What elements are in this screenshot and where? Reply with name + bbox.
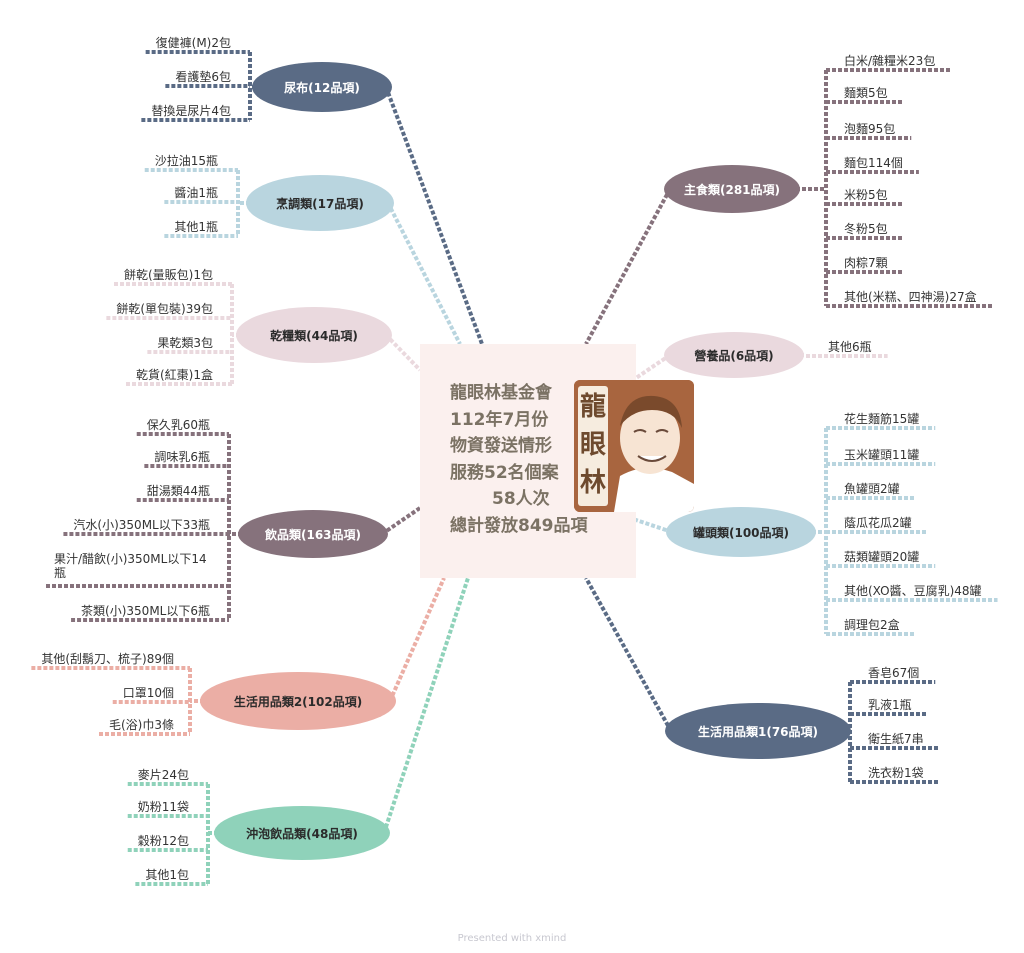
leaf-item[interactable]: 餅乾(單包裝)39包 [116, 302, 213, 316]
center-line: 58人次 [492, 489, 550, 509]
leaf-item[interactable]: 其他(XO醬、豆腐乳)48罐 [844, 584, 982, 598]
leaf-item[interactable]: 調理包2盒 [844, 618, 900, 632]
center-line: 服務52名個案 [450, 462, 559, 483]
center-line: 總計發放849品項 [450, 515, 588, 536]
leaf-item[interactable]: 其他1包 [145, 868, 189, 882]
center-line: 龍眼林基金會 [450, 383, 552, 403]
leaf-item[interactable]: 奶粉11袋 [137, 800, 189, 814]
center-line: 物資發送情形 [450, 436, 552, 456]
leaf-item[interactable]: 調味乳6瓶 [154, 450, 210, 464]
leaf-item[interactable]: 玉米罐頭11罐 [844, 448, 920, 462]
leaf-item[interactable]: 穀粉12包 [137, 834, 189, 848]
topic-node-drinks[interactable]: 飲品類(163品項) [238, 510, 388, 558]
leaf-item[interactable]: 乳液1瓶 [868, 698, 912, 712]
leaf-item[interactable]: 麵類5包 [844, 86, 888, 100]
branch-connector [386, 202, 462, 345]
topic-node-dry[interactable]: 乾糧類(44品項) [236, 307, 392, 363]
leaf-item[interactable]: 衛生紙7串 [868, 732, 924, 746]
leaf-item[interactable]: 菇類罐頭20罐 [844, 550, 920, 564]
leaf-item[interactable]: 乾貨(紅棗)1盒 [136, 368, 213, 382]
leaf-item[interactable]: 看護墊6包 [175, 70, 231, 84]
leaf-item[interactable]: 其他(米糕、四神湯)27盒 [844, 290, 977, 304]
leaf-item[interactable]: 餅乾(量販包)1包 [124, 268, 213, 282]
leaf-item[interactable]: 麵包114個 [844, 156, 903, 170]
topic-node-seasoning[interactable]: 烹調類(17品項) [246, 175, 394, 231]
branch-connector [584, 188, 672, 345]
foundation-logo: 龍 眼 林 [574, 380, 694, 512]
leaf-item[interactable]: 保久乳60瓶 [146, 418, 210, 432]
leaf-item[interactable]: 醬油1瓶 [174, 186, 218, 200]
topic-label: 飲品類(163品項) [264, 527, 362, 542]
leaf-item[interactable]: 香皂67個 [868, 666, 920, 680]
logo-char: 林 [579, 468, 606, 498]
topic-label: 烹調類(17品項) [276, 196, 364, 211]
leaf-item[interactable]: 口罩10個 [122, 686, 174, 700]
topic-node-daily1[interactable]: 生活用品類1(76品項) [665, 703, 851, 759]
leaf-item[interactable]: 茶類(小)350ML以下6瓶 [81, 604, 210, 618]
topic-label: 營養品(6品項) [694, 348, 774, 363]
leaf-item[interactable]: 替換是尿片4包 [151, 104, 231, 118]
leaf-item[interactable]: 汽水(小)350ML以下33瓶 [73, 518, 210, 532]
branch-connector [382, 577, 470, 834]
topic-label: 尿布(12品項) [284, 80, 360, 95]
topic-node-diaper[interactable]: 尿布(12品項) [252, 62, 392, 112]
leaf-item[interactable]: 泡麵95包 [844, 122, 896, 136]
topic-label: 主食類(281品項) [683, 182, 781, 197]
leaf-item[interactable]: 果汁/醋飲(小)350ML以下14瓶 [54, 552, 207, 580]
branch-connector [380, 506, 422, 536]
center-line: 112年7月份 [450, 409, 549, 430]
leaf-item[interactable]: 肉粽7顆 [844, 256, 888, 270]
topic-label: 生活用品類2(102品項) [233, 694, 363, 709]
topic-label: 乾糧類(44品項) [270, 328, 358, 343]
leaf-item[interactable]: 冬粉5包 [844, 222, 888, 236]
topic-label: 罐頭類(100品項) [692, 525, 790, 540]
leaf-item[interactable]: 洗衣粉1袋 [868, 766, 924, 780]
central-topic-text: 龍眼林基金會 112年7月份 物資發送情形 服務52名個案 58人次 總計發放8… [440, 380, 610, 539]
footer-credit: Presented with xmind [457, 933, 567, 944]
leaf-item[interactable]: 米粉5包 [844, 188, 888, 202]
topic-node-nutrition[interactable]: 營養品(6品項) [664, 332, 804, 378]
leaf-item[interactable]: 其他6瓶 [828, 340, 872, 354]
logo-char: 龍 [579, 392, 606, 422]
leaf-item[interactable]: 毛(浴)巾3條 [109, 718, 174, 732]
branch-connector [611, 510, 673, 534]
branch-connector [388, 577, 446, 702]
topic-node-canned[interactable]: 罐頭類(100品項) [666, 507, 816, 557]
leaf-item[interactable]: 復健褲(M)2包 [155, 36, 231, 50]
leaf-item[interactable]: 沙拉油15瓶 [154, 154, 218, 168]
leaf-item[interactable]: 其他(刮鬍刀、梳子)89個 [41, 652, 174, 666]
leaf-item[interactable]: 花生麵筋15罐 [844, 412, 920, 426]
leaf-item[interactable]: 其他1瓶 [174, 220, 218, 234]
portrait-illustration [574, 380, 694, 512]
leaf-item[interactable]: 麥片24包 [137, 768, 189, 782]
leaf-item[interactable]: 甜湯類44瓶 [146, 484, 210, 498]
leaf-item[interactable]: 蔭瓜花瓜2罐 [844, 516, 912, 530]
branch-connector [584, 577, 673, 732]
branch-connector [384, 333, 422, 372]
topic-node-daily2[interactable]: 生活用品類2(102品項) [200, 672, 396, 730]
leaf-item[interactable]: 白米/雜糧米23包 [844, 54, 936, 68]
topic-node-staple[interactable]: 主食類(281品項) [664, 165, 800, 213]
leaf-item[interactable]: 果乾類3包 [157, 336, 213, 350]
topic-node-brew[interactable]: 沖泡飲品類(48品項) [214, 806, 390, 860]
leaf-item[interactable]: 魚罐頭2罐 [844, 482, 900, 496]
topic-label: 沖泡飲品類(48品項) [246, 826, 358, 841]
topic-label: 生活用品類1(76品項) [697, 724, 819, 739]
branch-connector [384, 86, 484, 345]
logo-char: 眼 [579, 430, 606, 460]
